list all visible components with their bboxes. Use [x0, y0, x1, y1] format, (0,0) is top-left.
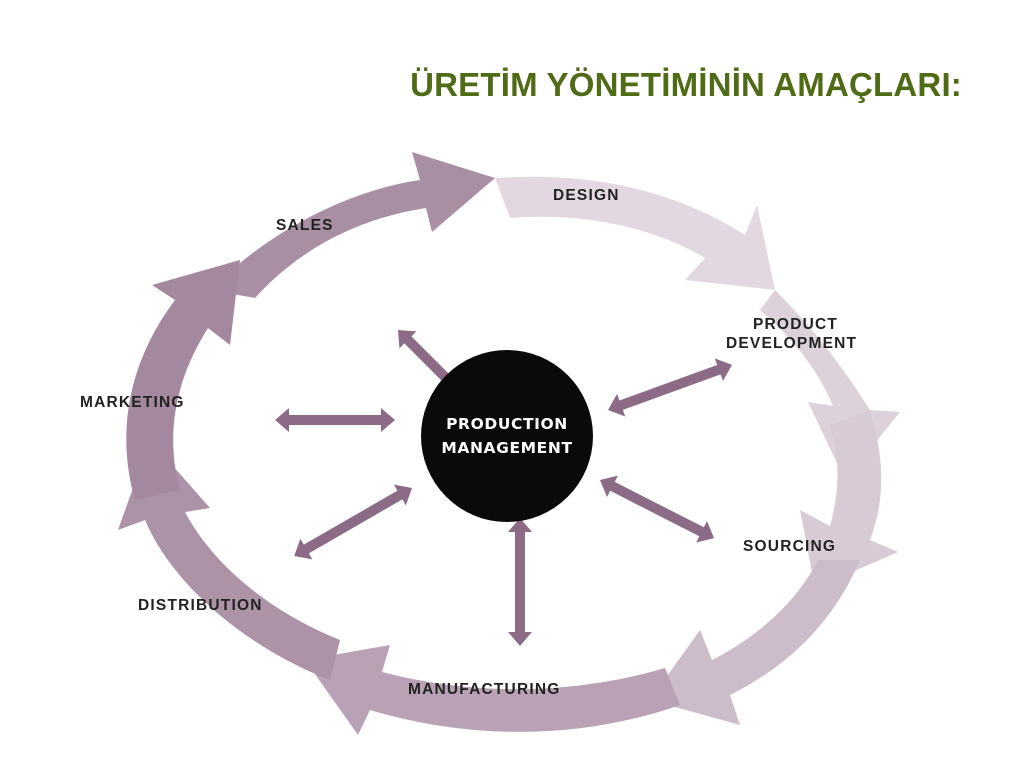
ring-arrow-marketing-sales: [126, 260, 240, 500]
stage-label-product-development-2: DEVELOPMENT: [726, 335, 857, 352]
diagram-canvas: PRODUCTION MANAGEMENT DESIGN PRODUCT DEV…: [80, 152, 900, 735]
ring-arrow-design-productdev: [495, 176, 775, 290]
stage-label-manufacturing: MANUFACTURING: [408, 681, 561, 698]
stage-label-sales: SALES: [276, 217, 334, 234]
slide-title: ÜRETİM YÖNETİMİNİN AMAÇLARI:: [410, 66, 962, 103]
ring-arrow-sourcing-manufacturing: [650, 560, 860, 725]
stage-label-distribution: DISTRIBUTION: [138, 597, 263, 614]
spoke-productdev: [608, 358, 733, 417]
spoke-sourcing: [600, 475, 715, 543]
stage-label-product-development-1: PRODUCT: [753, 316, 838, 333]
stage-label-sourcing: SOURCING: [743, 538, 836, 555]
ring-arrow-productdev-sourcing-2: [800, 410, 898, 588]
production-cycle-diagram: PRODUCTION MANAGEMENT DESIGN PRODUCT DEV…: [40, 140, 984, 740]
stage-label-design: DESIGN: [553, 187, 620, 204]
center-label-line1: PRODUCTION: [446, 415, 568, 433]
spoke-marketing: [275, 408, 395, 432]
ring-arrow-sales-design: [210, 152, 495, 298]
ring-arrow-manufacturing-distribution: [305, 645, 680, 735]
center-label-line2: MANAGEMENT: [441, 439, 572, 457]
ring-arrow-distribution-marketing: [118, 440, 340, 680]
center-circle: [421, 350, 593, 522]
spoke-distribution: [294, 484, 412, 560]
cycle-ring: [118, 152, 900, 735]
spoke-manufacturing: [508, 518, 532, 646]
stage-label-marketing: MARKETING: [80, 394, 185, 411]
